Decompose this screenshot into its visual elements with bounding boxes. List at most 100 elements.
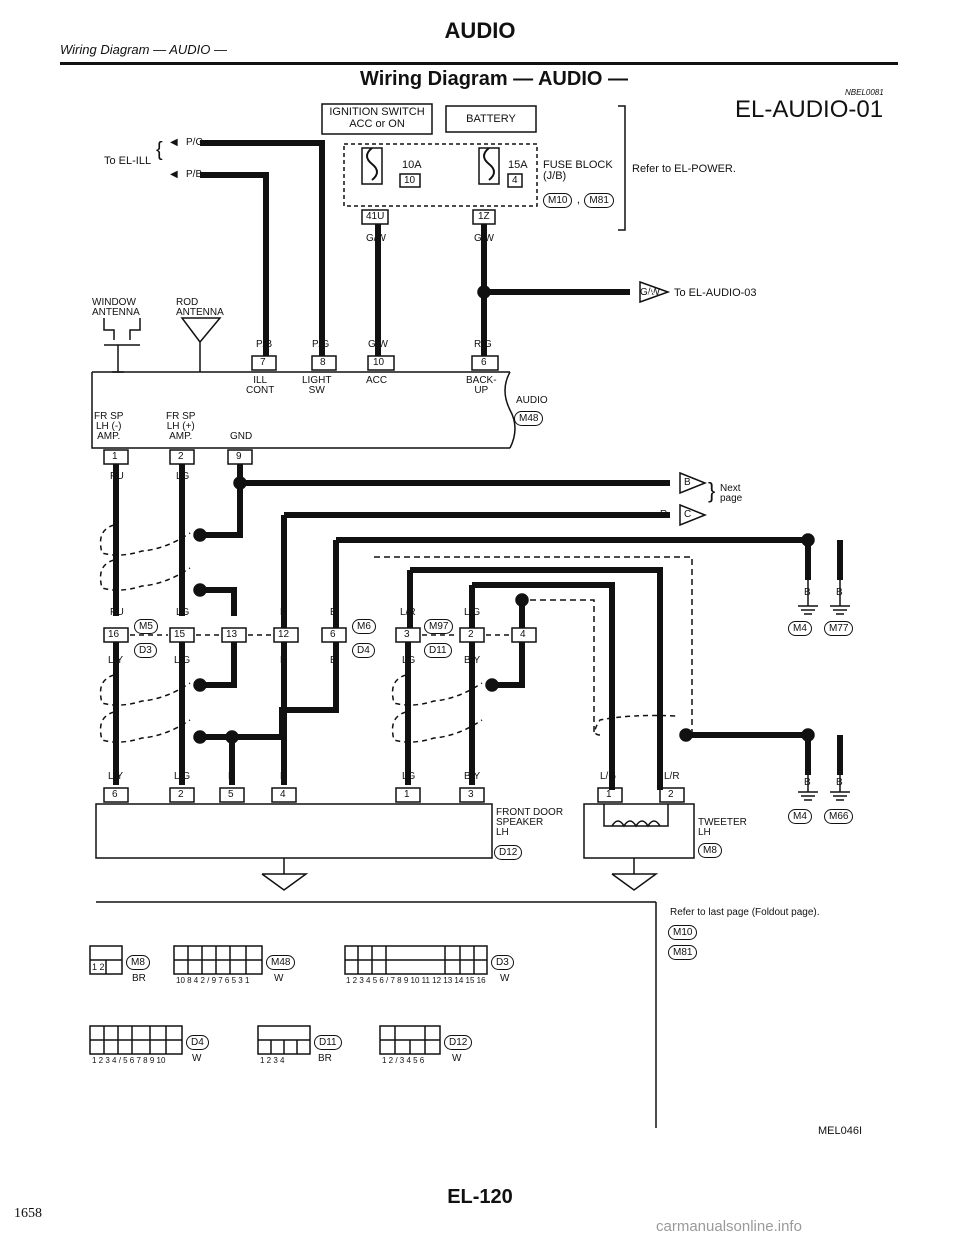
spk-wire-ly: L/Y xyxy=(108,771,124,782)
tweeter-wire-lg: L/G xyxy=(600,771,617,782)
ignition-switch-box xyxy=(321,103,433,135)
conn-d4: D4 xyxy=(352,643,375,658)
front-door-conn-d12: D12 xyxy=(494,845,523,860)
to-audio03-conn: A xyxy=(648,287,655,298)
spk-pin-5: 5 xyxy=(228,789,234,800)
legend-d11-tag: D11 xyxy=(314,1035,342,1050)
pin-8: 8 xyxy=(320,357,326,368)
mid-wire-lg: LG xyxy=(176,607,190,618)
tweeter-pin-1: 1 xyxy=(606,789,612,800)
fuse-block-label: FUSE BLOCK (J/B) xyxy=(543,159,613,182)
fuse-block-box xyxy=(343,143,538,207)
ignition-switch-label: IGNITION SWITCH ACC or ON xyxy=(329,106,425,130)
legend-d12-tag: D12 xyxy=(444,1035,473,1050)
pin-backup: BACK- UP xyxy=(466,375,497,396)
legend-m48-tag: M48 xyxy=(266,955,296,970)
mid-wire-lg-b: L/G xyxy=(174,655,191,666)
mid-pin-2: 2 xyxy=(468,629,474,640)
battery-box xyxy=(445,105,537,133)
wire-gw-3: G/W xyxy=(640,287,660,298)
legend-d12-cells: 1 2 / 3 4 5 6 xyxy=(382,1056,425,1065)
legend-m8-color: BR xyxy=(132,973,146,984)
pin-2: 2 xyxy=(178,451,184,462)
fuse-10a-symbol xyxy=(366,147,378,181)
tweeter-label: TWEETER LH xyxy=(698,817,747,838)
audio-conn-m48: M48 xyxy=(514,411,544,426)
diagram-title: Wiring Diagram — AUDIO — xyxy=(360,68,628,90)
mid-pin-4: 4 xyxy=(520,629,526,640)
pin-9: 9 xyxy=(236,451,242,462)
figure-code: MEL046I xyxy=(818,1125,863,1137)
watermark: carmanualsonline.info xyxy=(656,1218,802,1235)
spk-wire-lg: L/G xyxy=(174,771,191,782)
pin-acc: ACC xyxy=(366,375,388,386)
ground-wire-b-2: B xyxy=(836,587,843,598)
legend-d11-cells: 1 2 3 4 xyxy=(260,1056,285,1065)
mid-wire-b-b: B xyxy=(330,655,337,666)
pin-wire-gw: G/W xyxy=(368,339,388,350)
pin-light-sw: LIGHT SW xyxy=(302,375,332,396)
ground-wire-b-1: B xyxy=(804,587,811,598)
mid-wire-r-b: R xyxy=(280,655,288,666)
terminal-41u: 41U xyxy=(366,211,385,222)
legend-d4-color: W xyxy=(192,1053,202,1064)
page-header-subtitle: Wiring Diagram — AUDIO — xyxy=(60,42,227,57)
arrow-left-icon: ◀ xyxy=(170,169,178,180)
conn-m97: M97 xyxy=(424,619,454,634)
page-number: EL-120 xyxy=(447,1186,513,1208)
arrow-left-icon: ◀ xyxy=(170,137,178,148)
spk-wire-by: B/Y xyxy=(464,771,481,782)
legend-d11-color: BR xyxy=(318,1053,332,1064)
spk-pin-1: 1 xyxy=(404,789,410,800)
margin-number: 1658 xyxy=(14,1206,42,1221)
legend-m8-tag: M8 xyxy=(126,955,150,970)
wire-gw-1: G/W xyxy=(366,233,386,244)
ground-conn-m77: M77 xyxy=(824,621,854,636)
spk-wire-r: R xyxy=(280,771,288,782)
next-page-c: C xyxy=(684,509,692,520)
conn-d3: D3 xyxy=(134,643,157,658)
tweeter-wire-lr: L/R xyxy=(664,771,680,782)
wire-pb-label: P/B xyxy=(186,169,203,180)
wire-pu: PU xyxy=(110,471,124,482)
wire-gw-2: G/W xyxy=(474,233,494,244)
rod-antenna-label: ROD ANTENNA xyxy=(176,297,224,318)
legend-d12-color: W xyxy=(452,1053,462,1064)
ground-conn-m4-b: M4 xyxy=(788,809,812,824)
next-page-label: Next page xyxy=(720,483,743,504)
conn-m6: M6 xyxy=(352,619,376,634)
fuse-15a-symbol xyxy=(483,147,495,181)
legend-conn-m81: M81 xyxy=(668,945,698,960)
mid-pin-6: 6 xyxy=(330,629,336,640)
battery-label: BATTERY xyxy=(466,113,516,125)
diagram-code: NBEL0081 xyxy=(845,88,884,97)
legend-d4-tag: D4 xyxy=(186,1035,209,1050)
spk-pin-3: 3 xyxy=(468,789,474,800)
terminal-1z: 1Z xyxy=(478,211,490,222)
fr-sp-lh-plus: FR SP LH (+) AMP. xyxy=(166,411,196,442)
fuse-10a-number: 10 xyxy=(404,175,416,186)
pin-wire-pg: P/G xyxy=(312,339,330,350)
legend-d3-color: W xyxy=(500,973,510,984)
wire-r-next: R xyxy=(660,509,668,520)
legend-m48-color: W xyxy=(274,973,284,984)
window-antenna-label: WINDOW ANTENNA xyxy=(92,297,140,318)
front-door-speaker-label: FRONT DOOR SPEAKER LH xyxy=(496,807,564,838)
pin-7: 7 xyxy=(260,357,266,368)
spk-pin-2: 2 xyxy=(178,789,184,800)
conn-m5: M5 xyxy=(134,619,158,634)
fuse-block-conn-m10: M10 xyxy=(543,193,573,208)
spk-wire-b: B xyxy=(228,771,235,782)
page-header-title: AUDIO xyxy=(444,18,516,43)
fuse-block-conn-m81: M81 xyxy=(584,193,614,208)
spk-pin-6: 6 xyxy=(112,789,118,800)
legend-d4-cells: 1 2 3 4 / 5 6 7 8 9 10 xyxy=(92,1056,166,1065)
diagram-id: EL-AUDIO-01 xyxy=(735,96,884,123)
legend-m48-cells: 10 8 4 2 / 9 7 6 5 3 1 xyxy=(176,976,250,985)
ground-conn-m4: M4 xyxy=(788,621,812,636)
spk-wire-lg2: LG xyxy=(402,771,416,782)
audio-unit-label: AUDIO xyxy=(516,395,548,406)
mid-pin-13: 13 xyxy=(226,629,238,640)
mid-wire-lg-c: LG xyxy=(402,655,416,666)
